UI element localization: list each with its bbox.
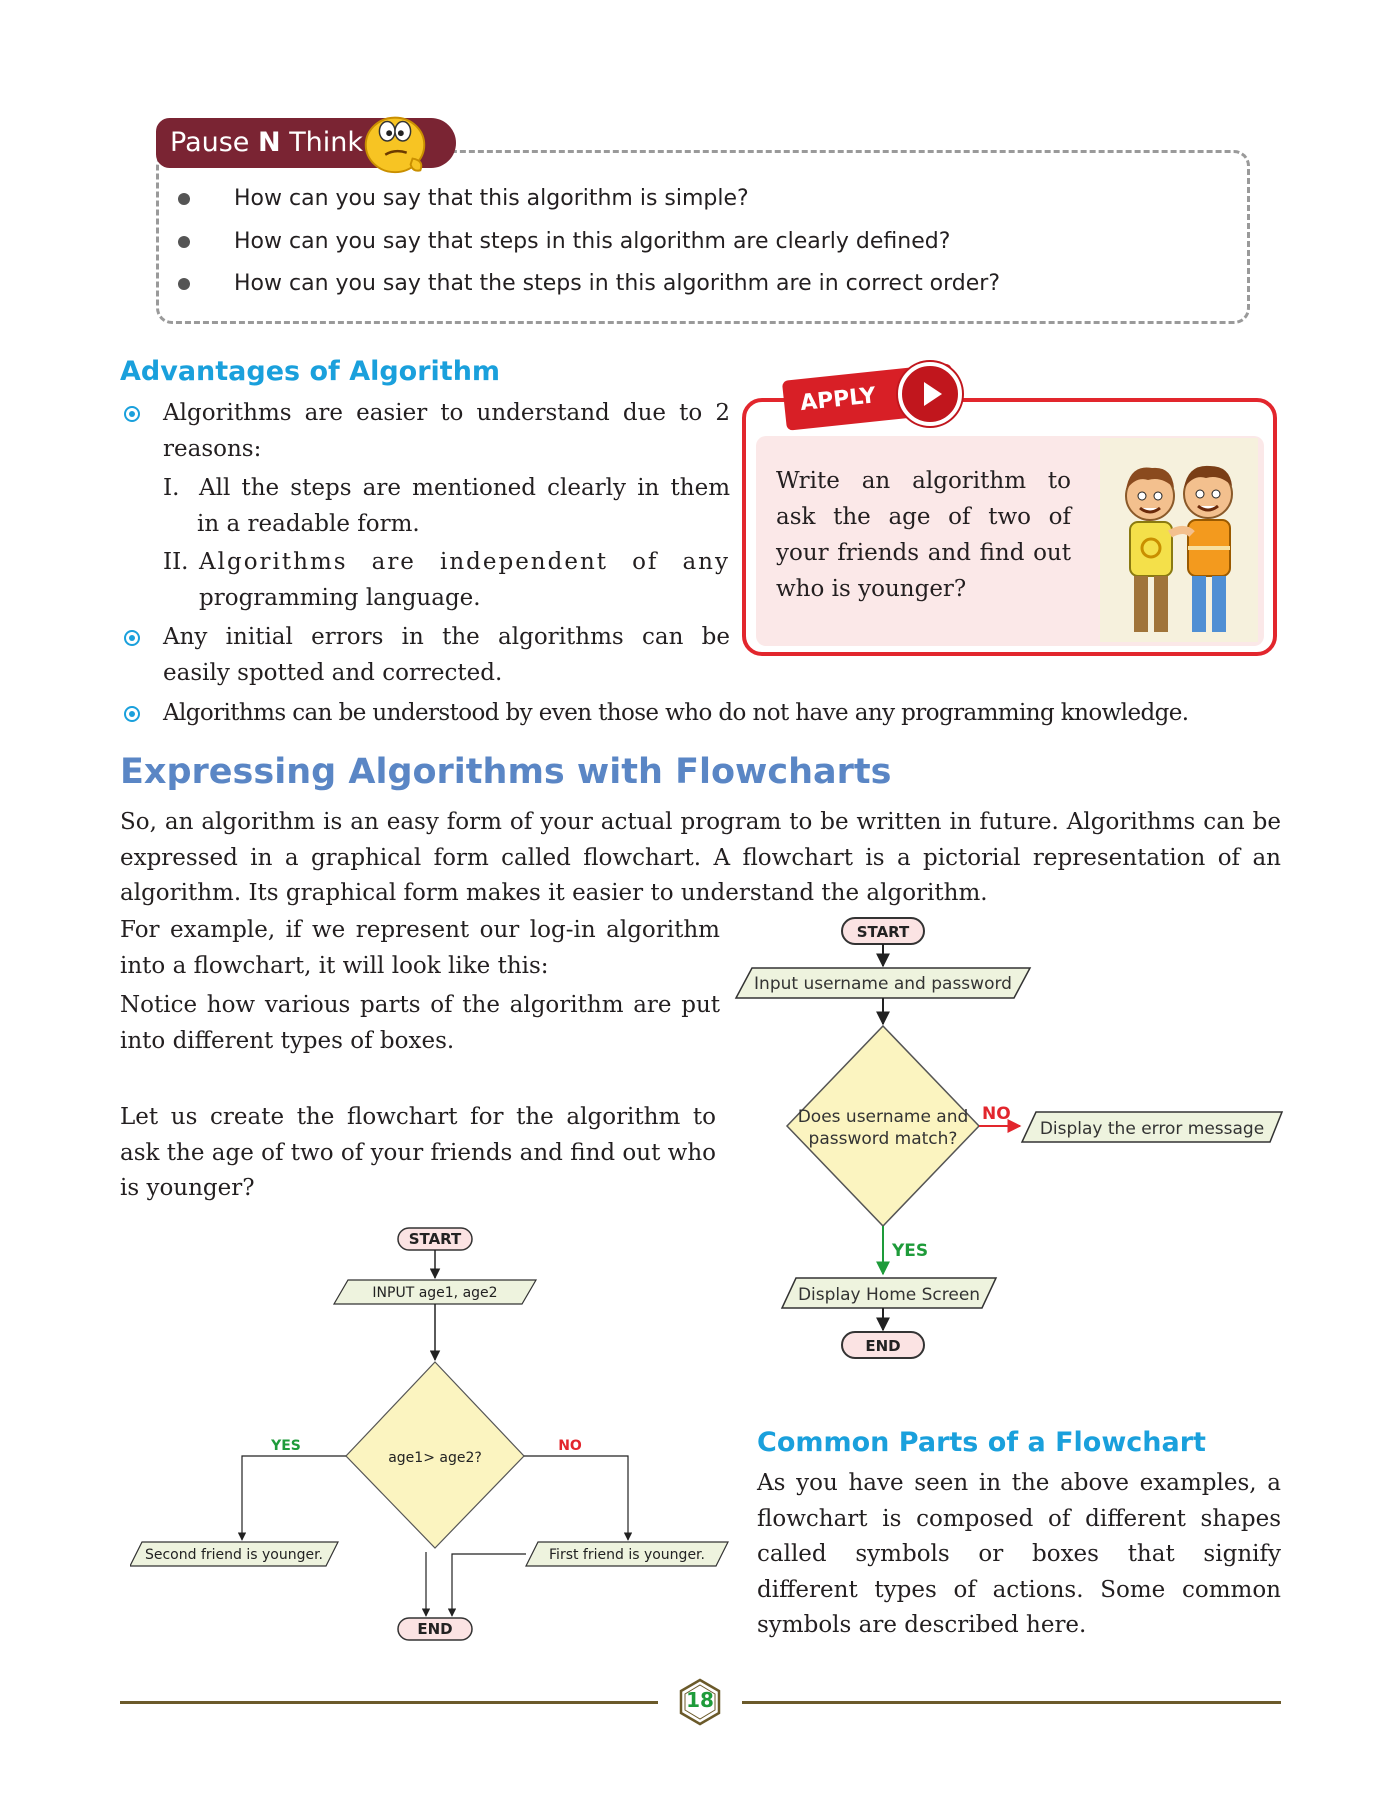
error-parallelogram bbox=[1020, 1111, 1284, 1143]
common-parts-text: As you have seen in the above examples, … bbox=[757, 1470, 1281, 1638]
end-label: END bbox=[865, 1337, 900, 1355]
advantages-heading: Advantages of Algorithm bbox=[120, 356, 501, 387]
bullet-ring-icon bbox=[124, 406, 140, 422]
input-label: Input username and password bbox=[754, 974, 1012, 994]
thinking-face-icon bbox=[364, 116, 426, 174]
reason-1-label: I. bbox=[163, 475, 180, 501]
age-flowchart: START INPUT age1, age2 age1> age2? YES N… bbox=[130, 1227, 729, 1641]
two-boys-illustration bbox=[1100, 438, 1258, 642]
first-younger-label: First friend is younger. bbox=[549, 1547, 705, 1563]
first-younger-parallelogram bbox=[525, 1541, 729, 1567]
advantages-bullet-1-line-2: reasons: bbox=[163, 436, 262, 462]
play-icon bbox=[898, 362, 962, 426]
pause-n-think-box bbox=[156, 150, 1250, 324]
bullet-dot-icon bbox=[178, 236, 190, 248]
footer-rule-left bbox=[120, 1701, 658, 1704]
page-number: 18 bbox=[686, 1688, 714, 1712]
reason-2-label: II. bbox=[163, 549, 189, 575]
yes-label: YES bbox=[270, 1438, 301, 1454]
expressing-heading: Expressing Algorithms with Flowcharts bbox=[120, 752, 892, 792]
reason-2-line-1: Algorithms are independent of any bbox=[199, 549, 730, 575]
bullet-ring-icon bbox=[124, 630, 140, 646]
no-label: NO bbox=[558, 1438, 582, 1454]
input-parallelogram bbox=[734, 967, 1032, 999]
end-terminal bbox=[841, 1331, 925, 1359]
start-label: START bbox=[409, 1230, 462, 1248]
reason-2-line-2: programming language. bbox=[199, 585, 481, 611]
end-terminal bbox=[397, 1617, 473, 1641]
home-label: Display Home Screen bbox=[798, 1285, 980, 1305]
expressing-paragraph-3-line-1: Notice how various parts of the algorith… bbox=[120, 992, 720, 1018]
decision-label: age1> age2? bbox=[388, 1450, 482, 1466]
pause-n-think-item: How can you say that steps in this algor… bbox=[178, 229, 950, 254]
decision-diamond bbox=[345, 1361, 525, 1549]
pause-n-think-item: How can you say that the steps in this a… bbox=[178, 271, 1000, 296]
advantages-bullet-1-line-1: Algorithms are easier to understand due … bbox=[163, 400, 730, 426]
yes-label: YES bbox=[891, 1241, 928, 1261]
bullet-dot-icon bbox=[178, 278, 190, 290]
reason-1-line-2: in a readable form. bbox=[197, 511, 420, 537]
decision-line-2: password match? bbox=[809, 1129, 958, 1149]
second-younger-label: Second friend is younger. bbox=[145, 1547, 323, 1563]
reason-1-line-1: All the steps are mentioned clearly in t… bbox=[199, 475, 730, 501]
common-parts-heading: Common Parts of a Flowchart bbox=[757, 1427, 1206, 1458]
decision-line-1: Does username and bbox=[798, 1107, 969, 1127]
input-label: INPUT age1, age2 bbox=[372, 1285, 497, 1301]
expressing-paragraph-4: Let us create the flowchart for the algo… bbox=[120, 1104, 716, 1201]
login-flowchart: START Input username and password Does u… bbox=[734, 917, 1284, 1359]
expressing-paragraph-3-line-2: into different types of boxes. bbox=[120, 1028, 455, 1054]
advantages-bullet-2-line-2: easily spotted and corrected. bbox=[163, 660, 503, 686]
apply-text: Write an algorithm to ask the age of two… bbox=[776, 468, 1071, 602]
home-parallelogram bbox=[780, 1277, 998, 1309]
advantages-bullet-3: Algorithms can be understood by even tho… bbox=[163, 700, 1189, 726]
second-younger-parallelogram bbox=[130, 1541, 339, 1567]
pause-n-think-item: How can you say that this algorithm is s… bbox=[178, 186, 749, 211]
error-label: Display the error message bbox=[1040, 1119, 1264, 1139]
expressing-paragraph-1: So, an algorithm is an easy form of your… bbox=[120, 809, 1281, 906]
bullet-ring-icon bbox=[124, 706, 140, 722]
no-label: NO bbox=[982, 1104, 1011, 1124]
bullet-dot-icon bbox=[178, 193, 190, 205]
input-parallelogram bbox=[332, 1279, 538, 1305]
page-number-badge bbox=[679, 1678, 721, 1726]
expressing-paragraph-2-line-1: For example, if we represent our log-in … bbox=[120, 917, 720, 943]
footer-rule-right bbox=[742, 1701, 1281, 1704]
start-label: START bbox=[857, 923, 910, 941]
end-label: END bbox=[417, 1620, 452, 1638]
expressing-paragraph-2-line-2: into a flowchart, it will look like this… bbox=[120, 953, 549, 979]
advantages-bullet-2-line-1: Any initial errors in the algorithms can… bbox=[163, 624, 730, 650]
